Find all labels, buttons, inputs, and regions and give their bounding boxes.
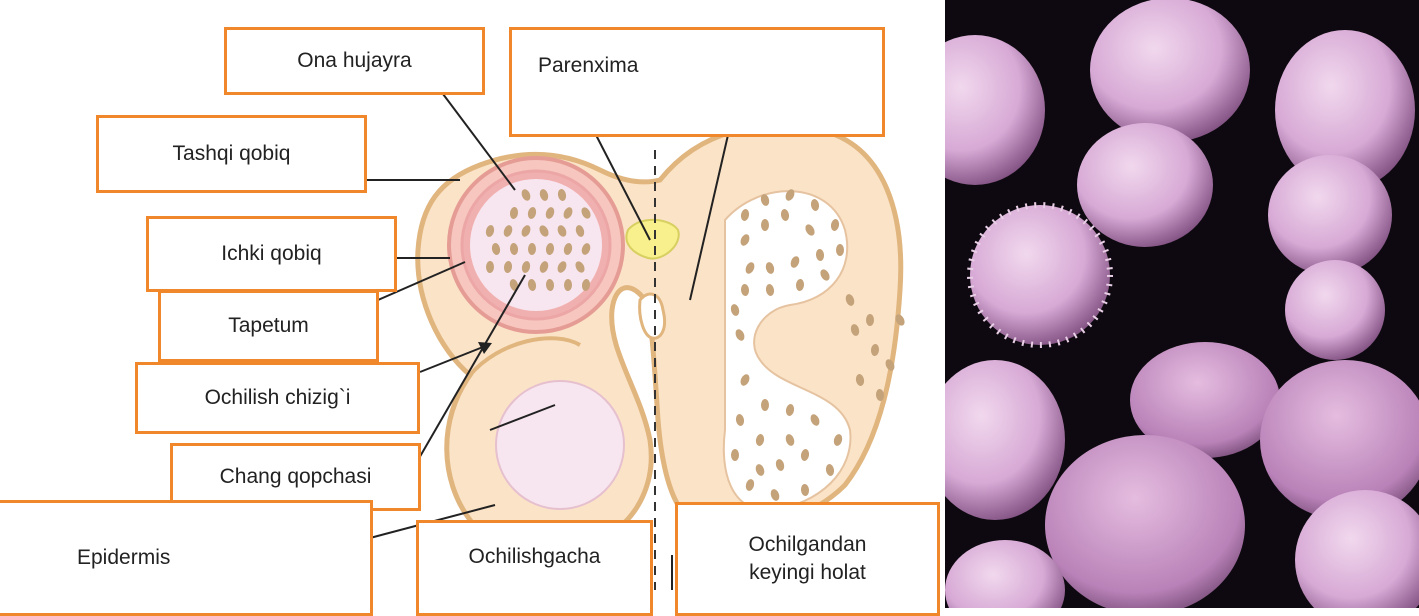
spiky-pollen-grain	[970, 205, 1110, 345]
pollen-grain	[1077, 123, 1213, 247]
label-ichki-qobiq: Ichki qobiq	[146, 216, 397, 292]
label-ona-hujayra: Ona hujayra	[224, 27, 485, 95]
label-ochilishgacha-text: Ochilishgacha	[469, 543, 601, 571]
label-ichki-qobiq-text: Ichki qobiq	[221, 240, 321, 268]
pollen-sac-upper	[470, 179, 602, 311]
label-tapetum-text: Tapetum	[228, 312, 309, 340]
label-ochilgandan: Ochilgandan keyingi holat	[675, 502, 940, 616]
label-ona-hujayra-text: Ona hujayra	[297, 47, 411, 75]
label-parenxima-text: Parenxima	[538, 52, 638, 80]
label-epidermis: Epidermis	[0, 500, 373, 616]
label-tashqi-qobiq: Tashqi qobiq	[96, 115, 367, 193]
pollen-grain	[1045, 435, 1245, 608]
label-parenxima: Parenxima	[509, 27, 885, 137]
label-tapetum: Tapetum	[158, 290, 379, 362]
reticulate-pollen-grain	[1285, 260, 1385, 360]
label-ochilgandan-text-1: Ochilgandan	[749, 531, 867, 559]
pollen-grain	[1090, 0, 1250, 142]
label-tashqi-qobiq-text: Tashqi qobiq	[173, 140, 291, 168]
central-slit	[640, 294, 665, 338]
label-epidermis-text: Epidermis	[77, 544, 170, 572]
pollen-grain-dot	[836, 244, 844, 256]
label-ochilishgacha: Ochilishgacha	[416, 520, 653, 616]
label-chang-qopchasi-text: Chang qopchasi	[220, 463, 372, 491]
label-ochilgandan-text-2: keyingi holat	[749, 559, 866, 587]
pollen-grain	[1268, 155, 1392, 275]
pollen-grain-dot	[866, 314, 874, 326]
pollen-grain-dot	[761, 219, 769, 231]
pollen-grain-dot	[731, 449, 739, 461]
pollen-grain-dot	[761, 399, 769, 411]
pollen-micrograph	[945, 0, 1419, 608]
label-ochilish-chizigi: Ochilish chizig`i	[135, 362, 420, 434]
pollen-sac-lower	[496, 381, 624, 509]
label-ochilish-chizigi-text: Ochilish chizig`i	[205, 384, 351, 412]
